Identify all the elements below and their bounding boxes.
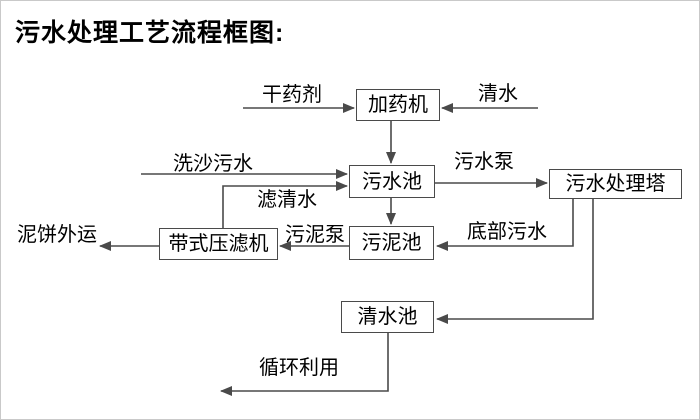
node-belt-filter-press: 带式压滤机 [159, 228, 278, 260]
node-dosing-machine-label: 加药机 [368, 94, 428, 116]
edge-tower-to-clean-pool [436, 199, 594, 324]
node-sludge-pool-label: 污泥池 [361, 232, 422, 254]
edge-label-mud-cake-out: 泥饼外运 [17, 224, 97, 246]
node-sewage-pool-label: 污水池 [362, 170, 422, 193]
node-sewage-pool: 污水池 [349, 165, 435, 198]
edge-label-filtered-water: 滤清水 [257, 189, 317, 211]
node-dosing-machine: 加药机 [356, 89, 440, 121]
node-treatment-tower: 污水处理塔 [549, 169, 682, 199]
edge-bottom-sewage-to-sludge-pool [436, 199, 574, 251]
node-sludge-pool: 污泥池 [349, 226, 434, 260]
edge-label-sludge-pump: 污泥泵 [285, 224, 345, 246]
node-clean-water-pool: 清水池 [341, 301, 434, 333]
node-belt-filter-press-label: 带式压滤机 [168, 233, 269, 255]
edge-label-clean-water: 清水 [478, 83, 518, 105]
edge-filtered-water-to-sewage-pool [222, 181, 348, 228]
edge-label-recycling: 循环利用 [259, 357, 339, 379]
edge-label-bottom-sewage: 底部污水 [467, 221, 547, 243]
page-title: 污水处理工艺流程框图: [15, 19, 285, 47]
edge-label-dry-chemical: 干药剂 [262, 84, 322, 106]
edge-label-sand-wash-sewage: 洗沙污水 [173, 153, 253, 175]
edge-label-sewage-pump: 污水泵 [454, 151, 514, 173]
node-clean-water-pool-label: 清水池 [357, 306, 418, 328]
node-treatment-tower-label: 污水处理塔 [565, 173, 666, 195]
edge-clean-pool-to-recycling [220, 333, 389, 396]
